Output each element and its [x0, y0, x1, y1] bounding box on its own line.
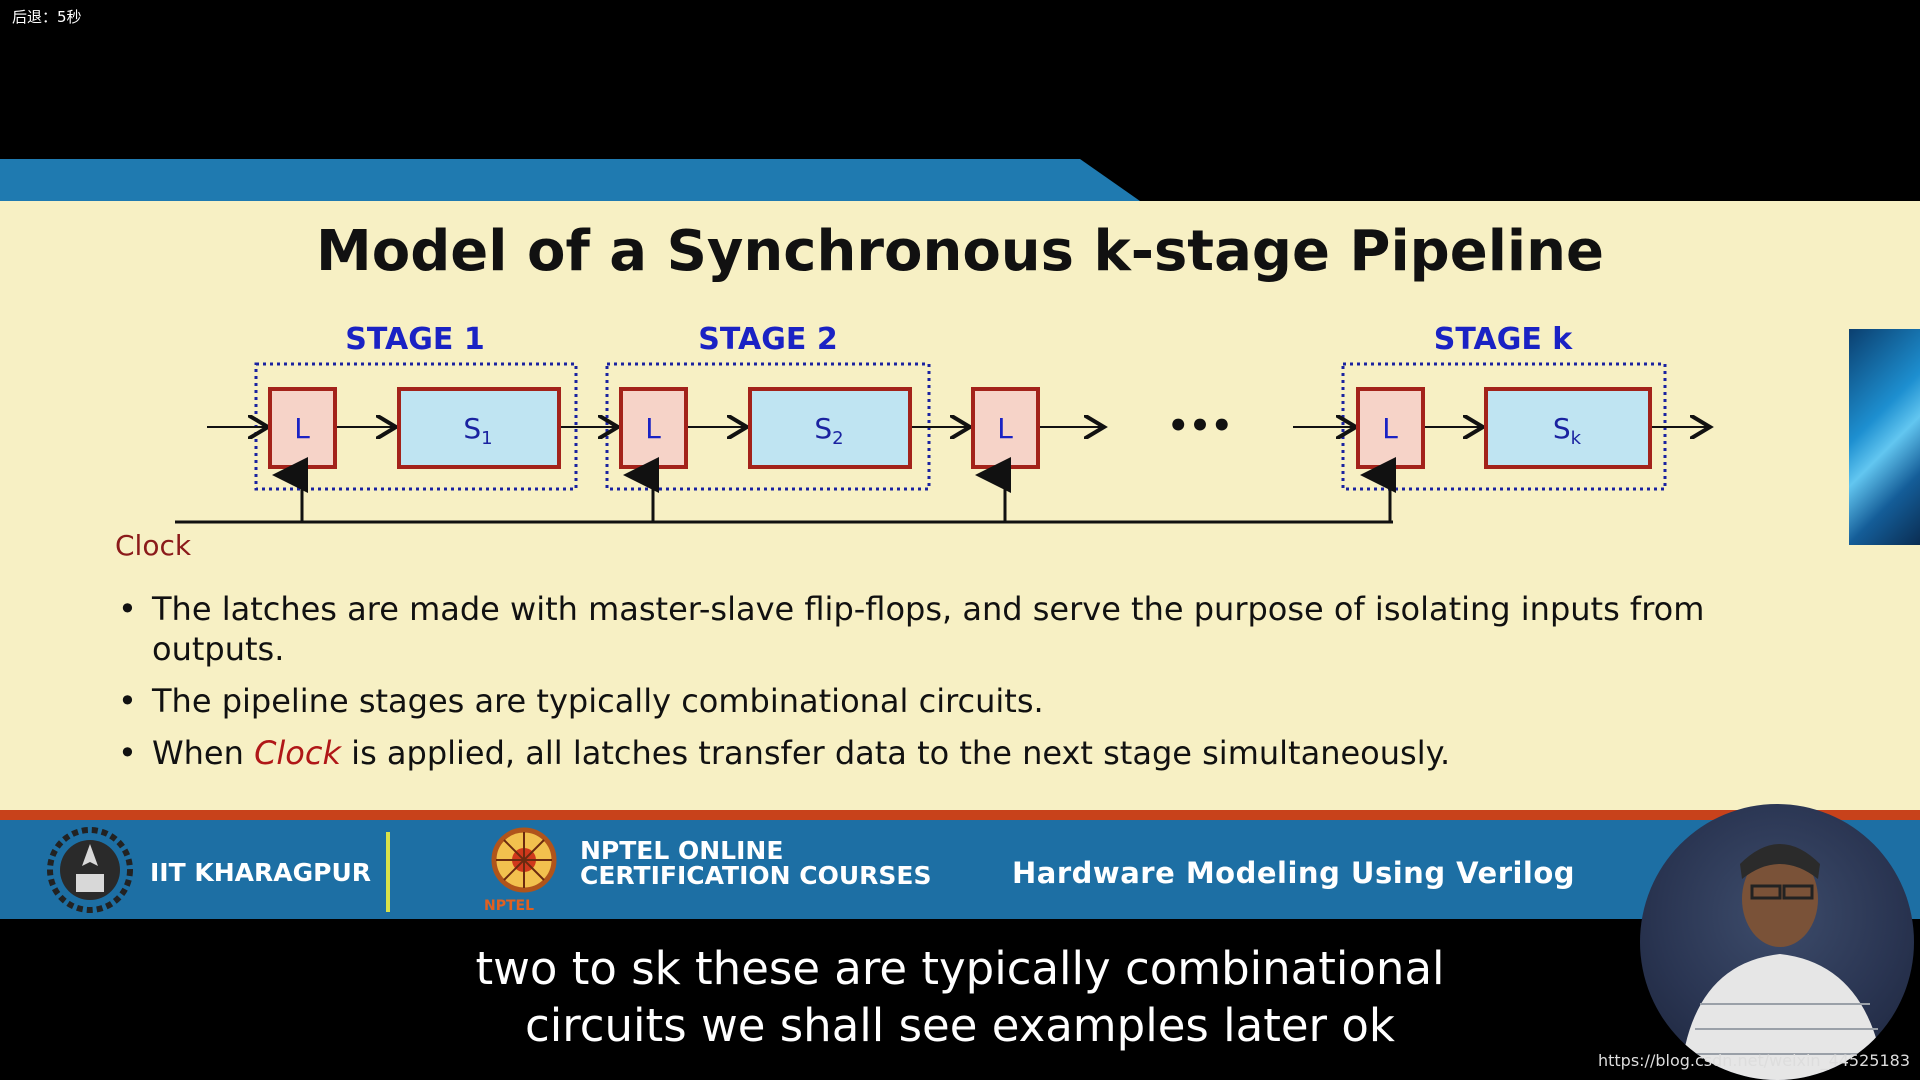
institute-name: IIT KHARAGPUR — [150, 858, 371, 887]
bullet-dot: • — [118, 590, 137, 628]
stage-k-label: STAGE k — [1434, 322, 1574, 357]
latch-1-label: L — [294, 412, 310, 445]
latch-k-label: L — [1382, 412, 1398, 445]
bullet-2-text: The pipeline stages are typically combin… — [152, 682, 1044, 720]
latch-1 — [268, 387, 337, 469]
subtitle-line-1: two to sk these are typically combinatio… — [465, 942, 1455, 995]
stage-block-sk-label: Sk — [1553, 412, 1582, 449]
bullet-3-pre: When — [152, 734, 255, 772]
nptel-title: NPTEL ONLINE CERTIFICATION COURSES — [580, 838, 932, 888]
stage-block-s2 — [748, 387, 912, 469]
stage-k-box — [1341, 362, 1667, 491]
latch-3-label: L — [997, 412, 1013, 445]
nptel-caption: NPTEL — [484, 898, 535, 914]
watermark-url: https://blog.csdn.net/weixin_44525183 — [1597, 1051, 1910, 1070]
clock-label: Clock — [115, 529, 192, 562]
stage-block-s1 — [397, 387, 561, 469]
nptel-line-1: NPTEL ONLINE — [580, 836, 784, 865]
pipeline-diagram: STAGE 1 STAGE 2 STAGE k L S1 L S2 — [175, 322, 1920, 524]
bullet-3: • When Clock is applied, all latches tra… — [110, 733, 1830, 773]
course-title: Hardware Modeling Using Verilog — [1012, 856, 1576, 890]
ellipsis: ••• — [1167, 406, 1232, 446]
iit-logo-icon — [47, 827, 133, 913]
bullet-dot: • — [118, 682, 137, 720]
bullet-3-clock: Clock — [254, 734, 341, 772]
slide: Model of a Synchronous k-stage Pipeline … — [0, 159, 1920, 919]
footer-stripe — [0, 810, 1920, 820]
slide-header-band — [0, 159, 1920, 201]
bullet-list: • The latches are made with master-slave… — [110, 589, 1830, 785]
footer-divider — [386, 832, 390, 912]
stage-block-sk — [1484, 387, 1652, 469]
bullet-3-post: is applied, all latches transfer data to… — [341, 734, 1451, 772]
playback-overlay: 后退：5秒 — [12, 8, 82, 26]
stage-block-s2-label: S2 — [814, 412, 843, 449]
bullet-1: • The latches are made with master-slave… — [110, 589, 1830, 669]
latch-2-label: L — [645, 412, 661, 445]
bullet-1-text: The latches are made with master-slave f… — [152, 590, 1705, 668]
video-subtitle: two to sk these are typically combinatio… — [0, 940, 1920, 1054]
side-thumbnail[interactable] — [1849, 329, 1920, 545]
latch-3 — [971, 387, 1040, 469]
stage-block-s1-label: S1 — [463, 412, 492, 449]
stage-1-label: STAGE 1 — [345, 322, 484, 357]
presenter-figure — [1680, 844, 1885, 1080]
stage-2-box — [605, 362, 931, 491]
bullet-dot: • — [118, 734, 137, 772]
subtitle-line-2: circuits we shall see examples later ok — [515, 999, 1405, 1052]
nptel-logo-icon — [491, 827, 557, 893]
bullet-2: • The pipeline stages are typically comb… — [110, 681, 1830, 721]
stage-2-label: STAGE 2 — [698, 322, 837, 357]
presenter-video — [1640, 804, 1914, 1080]
nptel-line-2: CERTIFICATION COURSES — [580, 861, 932, 890]
slide-footer: IIT KHARAGPUR NPTEL ONLINE CERTIFICATION… — [0, 810, 1920, 919]
slide-title: Model of a Synchronous k-stage Pipeline — [316, 219, 1604, 284]
